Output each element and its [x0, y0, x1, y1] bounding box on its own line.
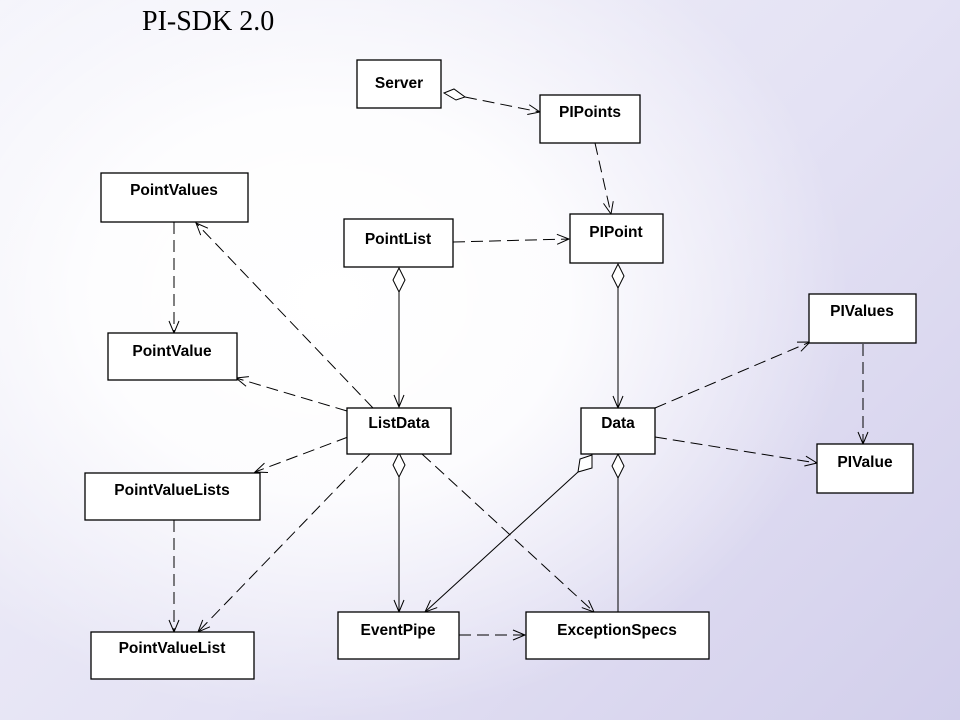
class-box-pointvaluelists: PointValueLists: [84, 472, 261, 521]
edge-pipoint-data: [611, 262, 625, 408]
edge-listdata-pointvaluelists: [255, 436, 349, 472]
class-box-pivalues: PIValues: [808, 293, 917, 344]
class-box-pointlist: PointList: [343, 218, 454, 268]
edge-server-pipoints: [442, 88, 540, 112]
class-box-listdata: ListData: [346, 407, 452, 455]
aggregation-diamond: [611, 452, 625, 480]
edge-pointlist-pipoint: [452, 239, 569, 242]
slide-title: PI-SDK 2.0: [142, 6, 275, 37]
class-name: Data: [601, 415, 635, 432]
class-box-pipoint: PIPoint: [569, 213, 664, 264]
class-name: PIValues: [830, 303, 894, 320]
class-name: EventPipe: [361, 622, 436, 639]
class-name: PointValue: [132, 343, 212, 360]
class-name: PointValues: [130, 182, 218, 199]
class-name: PIValue: [837, 454, 893, 471]
edge-data-pivalues: [654, 342, 810, 409]
edge-data-pivalue: [654, 436, 817, 463]
edge-pointlist-listdata: [392, 266, 406, 407]
aggregation-diamond: [442, 88, 467, 101]
edge-listdata-eventpipe: [392, 451, 406, 612]
class-box-eventpipe: EventPipe: [337, 611, 460, 660]
edge-listdata-exceptionspecs: [421, 453, 594, 612]
class-name: PointValueLists: [114, 482, 229, 499]
edge-data-eventpipe: [425, 454, 593, 612]
class-box-exceptionspecs: ExceptionSpecs: [525, 611, 710, 660]
class-name: ExceptionSpecs: [557, 622, 677, 639]
aggregation-diamond: [577, 454, 593, 473]
class-name: PointList: [365, 231, 431, 248]
class-name: PIPoint: [589, 224, 642, 241]
aggregation-diamond: [392, 266, 406, 294]
class-name: PIPoints: [559, 104, 621, 121]
class-name: Server: [375, 75, 423, 92]
class-box-pointvalues: PointValues: [100, 172, 249, 223]
edge-listdata-pointvalue: [236, 378, 348, 412]
aggregation-diamond: [392, 451, 406, 479]
aggregation-diamond: [611, 262, 625, 290]
class-box-data: Data: [580, 407, 656, 455]
class-box-pipoints: PIPoints: [539, 94, 641, 144]
class-box-pivalue: PIValue: [816, 443, 914, 494]
class-box-pointvaluelist: PointValueList: [90, 631, 255, 680]
class-box-pointvalue: PointValue: [107, 332, 238, 381]
edge-listdata-pointvalues: [196, 223, 374, 409]
edge-data-exceptionspecs: [611, 452, 625, 612]
edge-pipoints-pipoint: [594, 142, 611, 214]
class-name: ListData: [368, 415, 430, 432]
class-name: PointValueList: [119, 640, 226, 657]
edge-listdata-pointvaluelist: [198, 453, 371, 632]
edges: [174, 88, 863, 635]
class-box-server: Server: [356, 59, 442, 109]
